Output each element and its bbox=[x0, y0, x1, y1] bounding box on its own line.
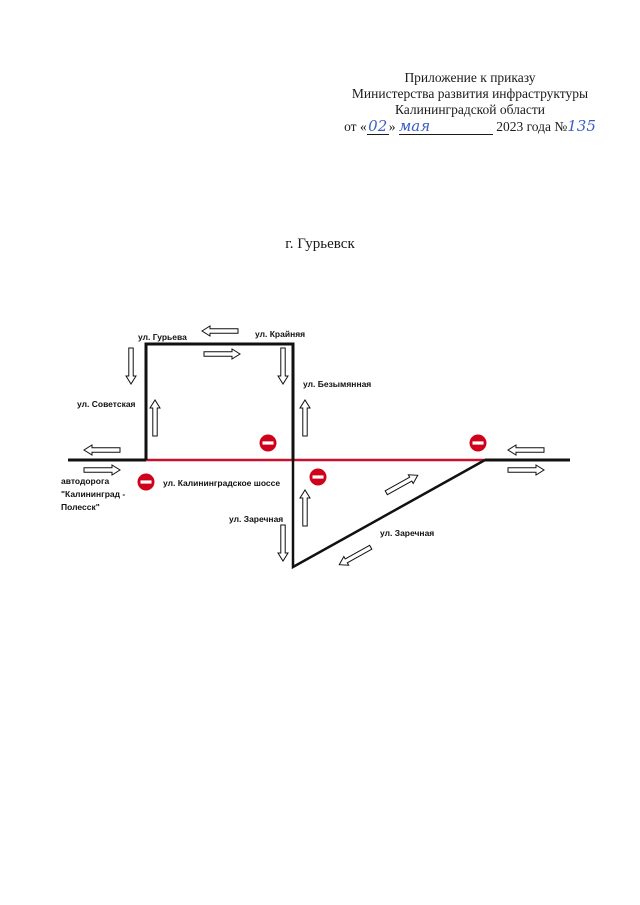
highway-label-line-1: автодорога bbox=[61, 476, 109, 486]
arrow-icon bbox=[336, 542, 374, 570]
arrow-icon bbox=[203, 348, 241, 360]
arrow-icon bbox=[507, 444, 545, 456]
date-mid: » bbox=[388, 119, 399, 134]
arrow-icon bbox=[83, 444, 121, 456]
arrow-icon bbox=[83, 464, 121, 476]
arrow-icon bbox=[277, 347, 289, 385]
order-number: 135 bbox=[567, 117, 596, 135]
no-entry-sign-icon bbox=[309, 468, 327, 486]
annex-line-1: Приложение к приказу bbox=[404, 70, 536, 85]
city-title: г. Гурьевск bbox=[285, 236, 355, 252]
annex-date-line: от «02» мая 2023 года №135 bbox=[330, 118, 610, 135]
highway-label-line-2: "Калининград - bbox=[61, 489, 125, 499]
detour-zarechnaya bbox=[291, 458, 486, 570]
year-text: 2023 года № bbox=[492, 119, 568, 134]
street-label-zarechnaya-left: ул. Заречная bbox=[229, 514, 283, 524]
highway-label-line-3: Полесск" bbox=[61, 502, 100, 512]
detour-guryeva-krainyaya bbox=[144, 342, 295, 460]
arrow-icon bbox=[299, 489, 311, 527]
date-day: 02 bbox=[366, 117, 389, 135]
date-prefix: от « bbox=[344, 119, 367, 134]
no-entry-sign-icon bbox=[469, 434, 487, 452]
arrow-icon bbox=[507, 464, 545, 476]
street-label-krainyaya: ул. Крайняя bbox=[255, 329, 305, 339]
date-month: мая bbox=[398, 118, 493, 135]
arrow-icon bbox=[125, 347, 137, 385]
arrow-icon bbox=[299, 399, 311, 437]
arrow-icon bbox=[383, 470, 421, 498]
arrow-icon bbox=[277, 524, 289, 562]
order-annex-header: Приложение к приказу Министерства развит… bbox=[330, 70, 610, 135]
street-label-guryeva: ул. Гурьева bbox=[138, 332, 187, 342]
annex-line-2: Министерства развития инфраструктуры bbox=[351, 86, 589, 101]
street-label-kaliningradskoe: ул. Калининградское шоссе bbox=[163, 478, 280, 488]
annex-line-3: Калининградской области bbox=[394, 102, 546, 117]
no-entry-sign-icon bbox=[137, 473, 155, 491]
street-label-bezymyannaya: ул. Безымянная bbox=[303, 379, 371, 389]
street-label-sovetskaya: ул. Советская bbox=[77, 399, 136, 409]
no-entry-sign-icon bbox=[259, 434, 277, 452]
arrow-icon bbox=[149, 399, 161, 437]
street-label-zarechnaya-right: ул. Заречная bbox=[380, 528, 434, 538]
arrow-icon bbox=[201, 325, 239, 337]
